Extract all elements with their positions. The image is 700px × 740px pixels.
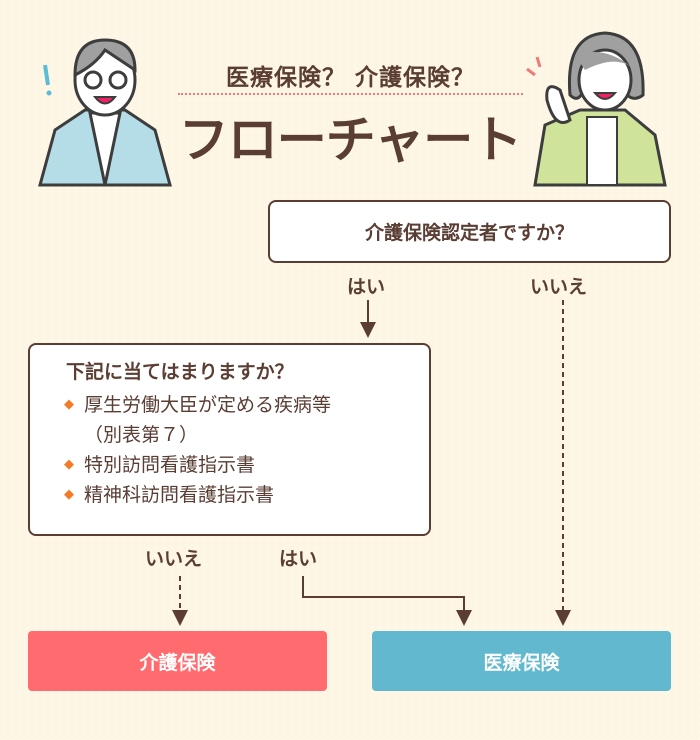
question1-text: 介護保険認定者ですか？ — [364, 222, 574, 244]
list-item: ◆厚生労働大臣が定める疾病等 — [64, 390, 429, 420]
list-item: ◆特別訪問看護指示書 — [64, 450, 429, 480]
diamond-bullet-icon: ◆ — [64, 457, 74, 472]
man-illustration — [38, 38, 172, 187]
result-medical-insurance: 医療保険 — [372, 631, 671, 691]
arrow-q2-yes — [302, 576, 472, 626]
woman-illustration — [526, 31, 667, 187]
header-title: フローチャート — [178, 111, 523, 169]
question1-box: 介護保険認定者ですか？ — [268, 200, 671, 263]
q1-yes-label: はい — [347, 276, 386, 298]
q2-no-label: いいえ — [145, 548, 203, 570]
list-item: ◆精神科訪問看護指示書 — [64, 480, 429, 510]
result-care-insurance: 介護保険 — [28, 631, 327, 691]
diamond-bullet-icon: ◆ — [64, 487, 74, 502]
question2-box: 下記に当てはまりますか？ ◆厚生労働大臣が定める疾病等 （別表第７） ◆特別訪問… — [28, 343, 431, 536]
dotted-divider — [178, 93, 523, 95]
q1-no-label: いいえ — [530, 276, 588, 298]
q2-yes-label: はい — [279, 548, 318, 570]
list-item-continuation: （別表第７） — [84, 424, 199, 446]
header-subtitle: 医療保険？ 介護保険？ — [225, 65, 475, 91]
question2-heading: 下記に当てはまりますか？ — [66, 361, 294, 383]
diamond-bullet-icon: ◆ — [64, 397, 74, 412]
